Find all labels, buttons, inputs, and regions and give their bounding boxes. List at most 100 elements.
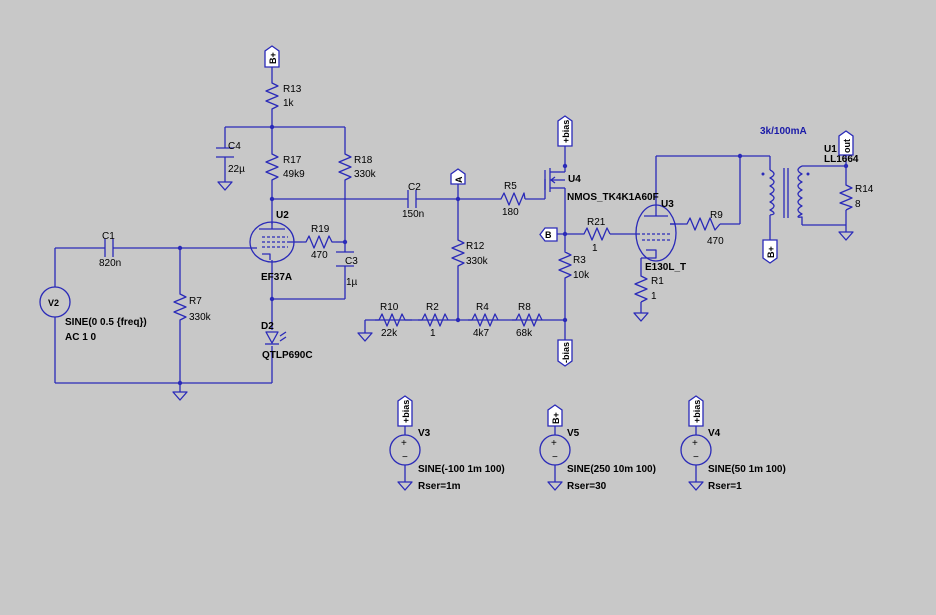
led-d2[interactable]: D2 QTLP690C (261, 321, 313, 361)
flag-bias-plus-u4-label: +bias (561, 120, 571, 143)
ground-symbols (172, 181, 854, 491)
r14-value: 8 (855, 199, 861, 210)
capacitor-c2[interactable]: C2 150n (402, 182, 424, 220)
tube-u2-ef37a[interactable]: U2 EF37A (249, 210, 295, 283)
r10-value: 22k (381, 328, 398, 339)
resistor-r17[interactable]: R17 49k9 (265, 150, 305, 185)
u3-ref: U3 (661, 199, 674, 210)
capacitor-c4[interactable]: C4 22µ (216, 141, 245, 175)
r5-value: 180 (502, 207, 519, 218)
flag-bplus-tx: B+ (762, 239, 778, 264)
v2-ref: V2 (48, 298, 59, 308)
flag-b-label: B (545, 230, 552, 240)
flag-v5: B+ (547, 404, 563, 427)
capacitor-c3[interactable]: C3 1µ (336, 251, 358, 288)
svg-text:−: − (402, 452, 408, 463)
c1-value: 820n (99, 258, 121, 269)
resistor-r9[interactable]: R9 470 (683, 210, 724, 247)
mosfet-u4[interactable]: U4 NMOS_TK4K1A60F (544, 166, 659, 203)
flag-bplus-top: B+ (264, 45, 280, 68)
r2-value: 1 (430, 328, 436, 339)
r4-ref: R4 (476, 302, 489, 313)
v4-value: SINE(50 1m 100) (708, 464, 786, 475)
d2-value: QTLP690C (262, 350, 313, 361)
u1-note: 3k/100mA (760, 126, 807, 137)
resistor-r18[interactable]: R18 330k (338, 150, 377, 185)
r8-value: 68k (516, 328, 533, 339)
source-v3[interactable]: + − V3 SINE(-100 1m 100) Rser=1m (389, 428, 505, 492)
resistor-r14[interactable]: R14 8 (839, 182, 874, 211)
u2-value: EF37A (261, 272, 292, 283)
flag-out: out (838, 130, 854, 156)
u4-ref: U4 (568, 174, 581, 185)
v5-value: SINE(250 10m 100) (567, 464, 656, 475)
resistor-r1[interactable]: R1 1 (634, 272, 664, 303)
transformer-u1[interactable]: 3k/100mA U1 LL1664 (760, 126, 859, 225)
resistor-r19[interactable]: R19 470 (302, 224, 336, 261)
r19-value: 470 (311, 250, 328, 261)
v3-value: SINE(-100 1m 100) (418, 464, 505, 475)
r17-ref: R17 (283, 155, 302, 166)
source-v5[interactable]: + − V5 SINE(250 10m 100) Rser=30 (539, 428, 656, 492)
resistor-r21[interactable]: R21 1 (580, 217, 611, 254)
r4-value: 4k7 (473, 328, 490, 339)
svg-text:−: − (552, 452, 558, 463)
flag-v3-label: +bias (401, 400, 411, 423)
r1-value: 1 (651, 291, 657, 302)
u3-value: E130L_T (645, 262, 686, 273)
c4-ref: C4 (228, 141, 241, 152)
v2-value: SINE(0 0.5 {freq}) (65, 317, 147, 328)
v4-ref: V4 (708, 428, 721, 439)
r12-value: 330k (466, 256, 489, 267)
r18-ref: R18 (354, 155, 373, 166)
resistor-r12[interactable]: R12 330k (451, 236, 489, 270)
resistor-r3[interactable]: R3 10k (558, 248, 590, 282)
resistor-r2[interactable]: R2 1 (418, 302, 449, 339)
resistor-r4[interactable]: R4 4k7 (468, 302, 499, 339)
u2-ref: U2 (276, 210, 289, 221)
flag-bias-minus-label: -bias (561, 342, 571, 363)
r2-ref: R2 (426, 302, 439, 313)
c3-ref: C3 (345, 256, 358, 267)
v4-value2: Rser=1 (708, 481, 742, 492)
r14-ref: R14 (855, 184, 874, 195)
junction-dots (177, 124, 849, 386)
r10-ref: R10 (380, 302, 399, 313)
r21-ref: R21 (587, 217, 606, 228)
resistor-r7[interactable]: R7 330k (173, 290, 212, 325)
u1-ref: U1 (824, 144, 837, 155)
u4-value: NMOS_TK4K1A60F (567, 192, 659, 203)
flag-a: A (450, 168, 466, 185)
v5-value2: Rser=30 (567, 481, 607, 492)
resistor-r5[interactable]: R5 180 (497, 181, 526, 218)
u1-value: LL1664 (824, 154, 859, 165)
source-v2[interactable]: V2 SINE(0 0.5 {freq}) AC 1 0 (39, 286, 147, 343)
c3-value: 1µ (346, 277, 358, 288)
r8-ref: R8 (518, 302, 531, 313)
r1-ref: R1 (651, 276, 664, 287)
flag-b: B (539, 227, 558, 242)
resistor-r8[interactable]: R8 68k (512, 302, 543, 339)
c2-value: 150n (402, 209, 424, 220)
r7-value: 330k (189, 312, 212, 323)
resistor-r10[interactable]: R10 22k (375, 302, 412, 339)
flag-v4-label: +bias (692, 400, 702, 423)
capacitor-c1[interactable]: C1 820n (99, 231, 121, 269)
r7-ref: R7 (189, 296, 202, 307)
flag-v5-label: B+ (551, 412, 561, 424)
flag-v4: +bias (688, 395, 704, 427)
svg-text:+: + (401, 438, 407, 449)
r3-value: 10k (573, 270, 590, 281)
resistor-r13[interactable]: R13 1k (265, 80, 302, 112)
source-v4[interactable]: + − V4 SINE(50 1m 100) Rser=1 (680, 428, 786, 492)
flag-bias-minus: -bias (557, 339, 573, 367)
flag-bias-plus-u4: +bias (557, 115, 573, 147)
flag-bplus-tx-label: B+ (766, 246, 776, 258)
flag-v3: +bias (397, 395, 413, 427)
tube-u3-e130l[interactable]: U3 E130L_T (635, 199, 686, 273)
r21-value: 1 (592, 243, 598, 254)
v3-value2: Rser=1m (418, 481, 461, 492)
flag-a-label: A (454, 176, 464, 183)
r12-ref: R12 (466, 241, 485, 252)
